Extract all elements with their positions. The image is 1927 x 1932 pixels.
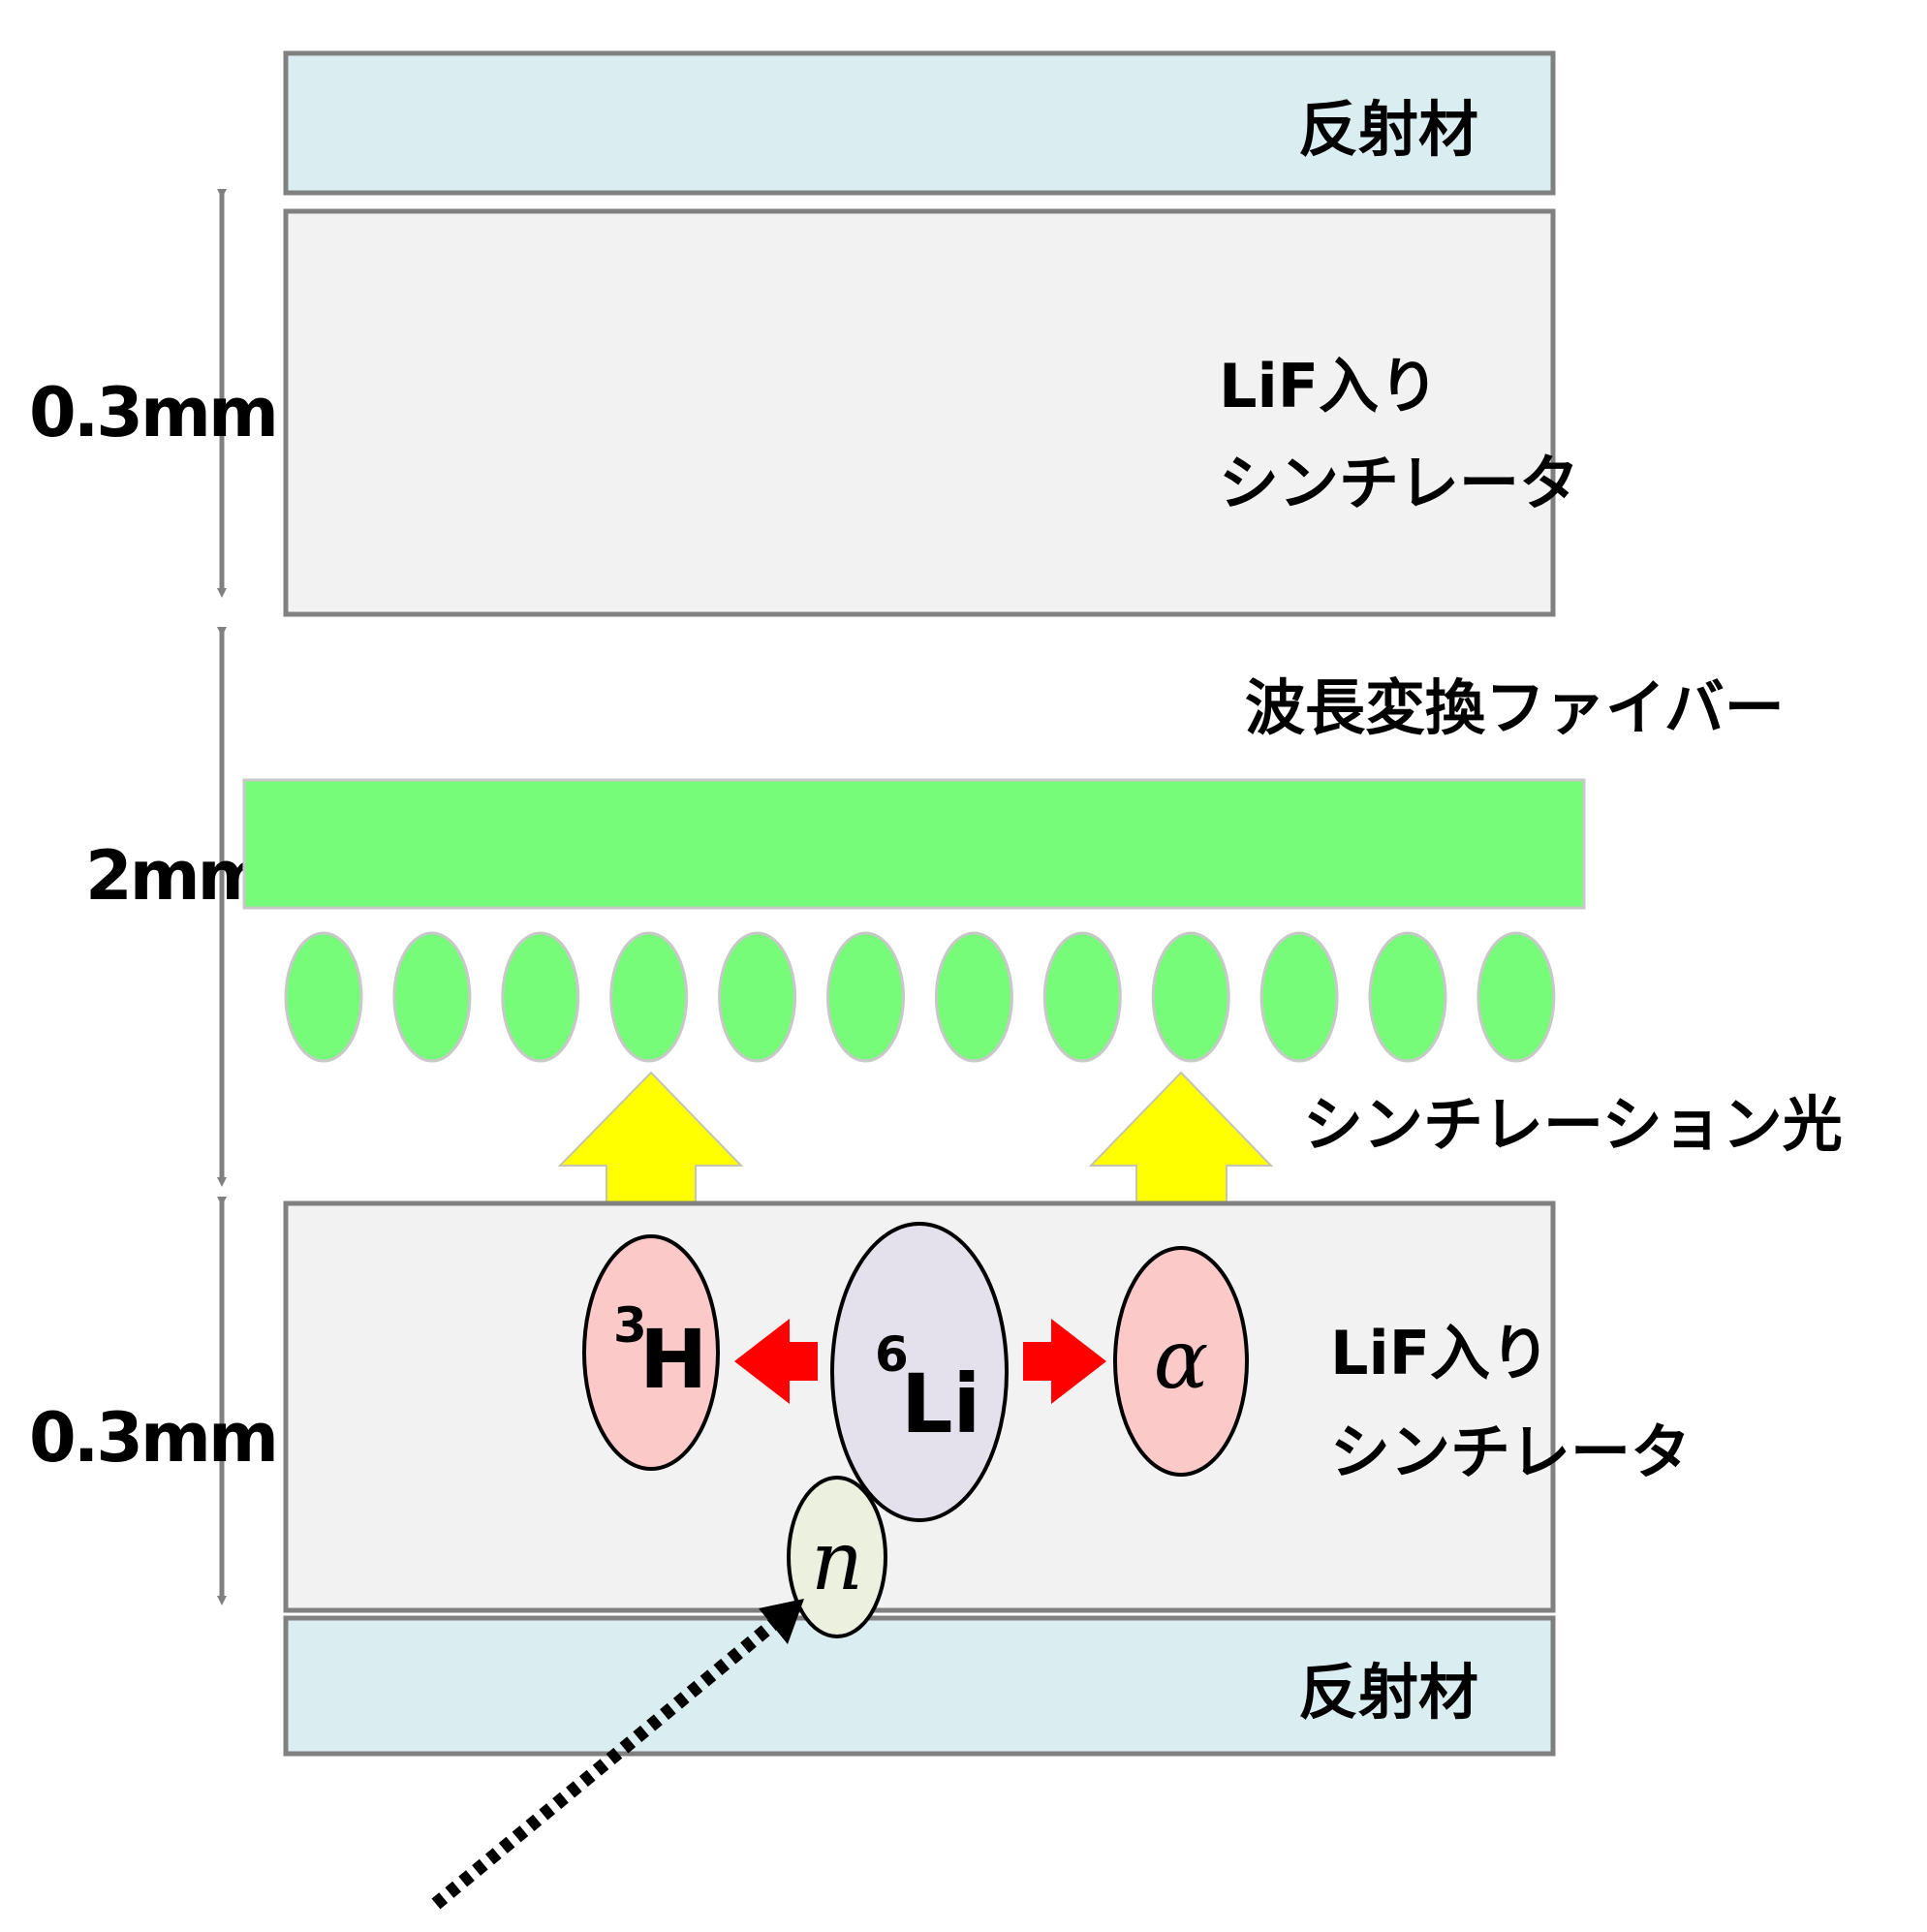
reflector-top — [283, 50, 1556, 196]
scintillator-top — [283, 208, 1556, 617]
neutron-path — [431, 1615, 782, 1910]
dim-label-middle: 2mm — [85, 836, 265, 916]
lithium-superscript: 6 — [875, 1326, 909, 1383]
lithium-particle — [830, 1222, 1009, 1522]
fiber-cross-section — [1476, 931, 1556, 1063]
tritium-symbol: H — [639, 1312, 707, 1407]
fiber-cross-section — [826, 931, 905, 1063]
fiber-cross-section — [392, 931, 472, 1063]
fiber-label: 波長変換ファイバー — [1245, 672, 1785, 743]
scintillator-top-label-line2: シンチレータ — [1219, 448, 1579, 518]
scintillator-bottom-label-line1: LiF入り — [1330, 1318, 1550, 1388]
fiber-cross-section — [1259, 931, 1339, 1063]
wavelength-shifting-fiber — [242, 778, 1586, 910]
fiber-cross-section — [1151, 931, 1230, 1063]
fiber-cross-section — [501, 931, 580, 1063]
neutron-path-arrowhead — [759, 1599, 804, 1644]
alpha-particle — [1113, 1246, 1249, 1477]
fiber-cross-section — [1042, 931, 1122, 1063]
alpha-symbol: α — [1154, 1312, 1209, 1407]
fiber-cross-sections — [284, 931, 1556, 1063]
fiber-cross-section — [934, 931, 1013, 1063]
fiber-cross-section — [1368, 931, 1447, 1063]
scintillator-bottom-label-line2: シンチレータ — [1330, 1417, 1691, 1487]
reflector-top-label: 反射材 — [1298, 94, 1478, 165]
neutron-symbol: n — [811, 1513, 863, 1608]
reaction-arrow-left — [734, 1319, 818, 1404]
fiber-cross-section — [609, 931, 689, 1063]
scintillation-light-label: シンチレーション光 — [1303, 1089, 1843, 1160]
lithium-symbol: Li — [901, 1356, 980, 1451]
reflector-bottom — [283, 1615, 1556, 1757]
tritium-particle — [582, 1234, 720, 1471]
reflector-bottom-label: 反射材 — [1298, 1657, 1478, 1728]
dim-label-top: 0.3mm — [29, 373, 276, 452]
neutron-particle — [787, 1476, 887, 1638]
dim-label-bottom: 0.3mm — [29, 1398, 276, 1478]
fiber-cross-section — [284, 931, 363, 1063]
fiber-cross-section — [718, 931, 797, 1063]
reaction-arrow-right — [1023, 1319, 1106, 1404]
scintillator-top-label-line1: LiF入り — [1219, 351, 1439, 421]
tritium-superscript: 3 — [613, 1297, 647, 1354]
